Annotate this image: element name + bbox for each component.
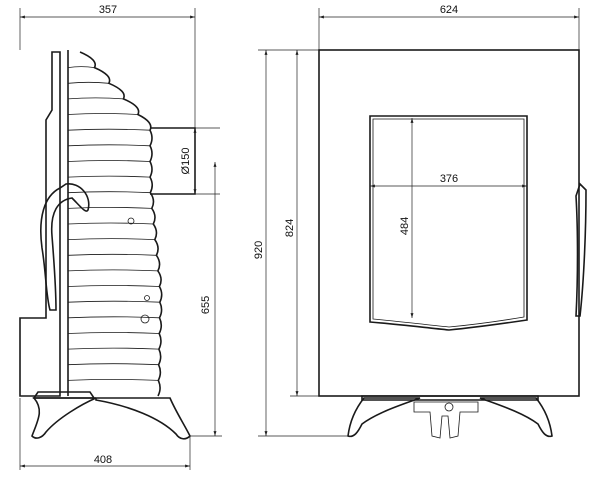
dim-flue-diameter: Ø150 — [180, 148, 192, 175]
side-leg-right — [95, 397, 191, 440]
side-rib-line — [67, 347, 159, 350]
side-rib-line — [67, 222, 154, 225]
side-rib-line — [67, 332, 160, 334]
side-rib-line — [67, 175, 151, 178]
dim-width: 624 — [440, 4, 458, 16]
side-rib-line — [67, 97, 124, 100]
front-handle — [575, 182, 587, 317]
dim-flue-height: 655 — [200, 296, 212, 314]
dim-window-height: 484 — [399, 217, 411, 235]
side-back-plate — [19, 51, 61, 397]
side-ribs — [67, 66, 160, 381]
side-view — [19, 50, 196, 440]
front-base-bar — [361, 395, 539, 401]
front-view-dimensions: 624 920 824 376 484 — [253, 4, 580, 437]
front-valve-knob — [444, 402, 454, 412]
side-rib-line — [67, 191, 151, 194]
side-rib-line — [67, 269, 158, 272]
side-knob-top — [127, 217, 135, 225]
front-body — [318, 49, 580, 397]
front-view — [318, 49, 587, 439]
dim-depth-base: 408 — [94, 454, 112, 466]
side-view-dimensions: 357 408 Ø150 655 — [19, 4, 222, 470]
side-leg-left — [31, 397, 97, 439]
side-rib-line — [67, 113, 138, 115]
front-air-valve — [413, 401, 479, 439]
side-rib-line — [67, 144, 151, 147]
front-leg-left — [347, 397, 421, 438]
side-rib-line — [67, 66, 95, 68]
side-rib-line — [67, 253, 157, 256]
side-rib-line — [67, 238, 155, 240]
side-rib-line — [67, 207, 152, 209]
front-window — [369, 115, 528, 331]
side-rib-line — [67, 160, 151, 162]
dim-body-height: 824 — [284, 219, 296, 237]
side-rib-line — [67, 300, 160, 303]
door-handle — [40, 183, 90, 311]
dim-window-width: 376 — [440, 173, 458, 185]
side-base-bar — [32, 391, 96, 399]
dim-depth-top: 357 — [99, 4, 117, 16]
side-rib-line — [67, 285, 160, 287]
side-knob-mid — [144, 295, 150, 301]
front-window-inner — [372, 118, 525, 328]
side-rib-line — [67, 379, 159, 381]
side-rib-line — [67, 316, 160, 319]
side-knob-low — [140, 314, 150, 324]
side-rib-line — [67, 363, 159, 366]
dim-total-height: 920 — [253, 241, 265, 259]
front-leg-right — [479, 397, 553, 438]
side-rib-line — [67, 128, 151, 131]
side-rib-line — [67, 81, 109, 84]
